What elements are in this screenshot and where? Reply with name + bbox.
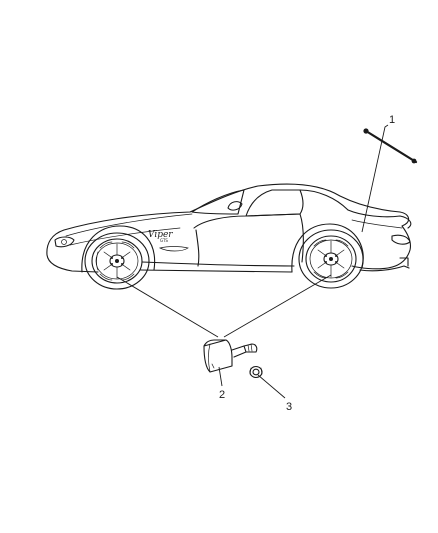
rear-wheel [298, 229, 364, 289]
front-wheel [84, 232, 150, 290]
leader-lines [116, 124, 389, 399]
callout-numbers: 1 2 3 [219, 114, 395, 413]
badge-sub: GTS [160, 238, 168, 243]
badge-model: Viper [148, 230, 173, 240]
car-body [46, 183, 412, 273]
antenna [363, 128, 418, 164]
tire-pressure-sensor [203, 339, 258, 373]
viper-badge: Viper GTS [148, 230, 173, 243]
callout-2: 2 [219, 389, 225, 401]
valve-stem-nut [249, 365, 263, 379]
callout-1: 1 [389, 114, 395, 126]
callout-3: 3 [286, 401, 292, 413]
